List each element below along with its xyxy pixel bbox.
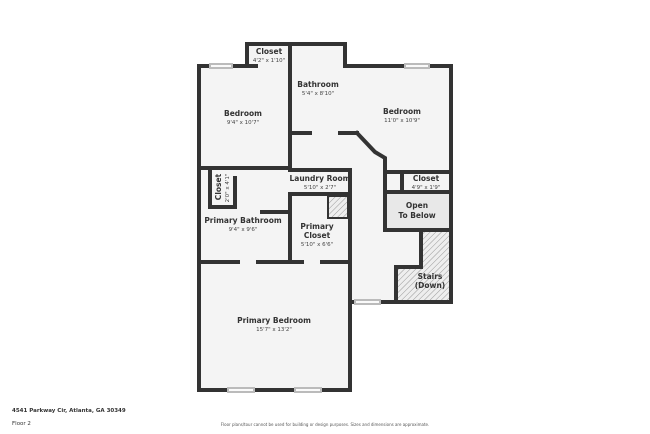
stairs-line2: (Down) [415,281,446,290]
windows [209,63,430,393]
laundry-dims: 5'10" x 2'7" [304,185,336,191]
stairs-hatch [421,230,451,302]
primary-bedroom-name: Primary Bedroom [237,316,311,325]
closet-left-name: Closet [214,173,223,200]
closet-top-name: Closet [256,47,283,56]
closet-right-name: Closet [413,174,440,183]
primary-closet-line2: Closet [304,231,331,240]
disclaimer: Floor plans/tour cannot be used for buil… [220,422,430,427]
shaft-hatch [327,195,349,219]
bathroom-dims: 5'4" x 8'10" [302,91,334,97]
bedroom-right-name: Bedroom [383,107,421,116]
address: 4541 Parkway Cir, Atlanta, GA 30349 [12,408,126,414]
stairs-line1: Stairs [418,272,443,281]
stairs-hatch-lower [396,267,421,302]
bathroom-name: Bathroom [297,80,339,89]
laundry-name: Laundry Room [290,174,351,183]
primary-bathroom-name: Primary Bathroom [204,216,282,225]
bedroom-left-dims: 9'4" x 10'7" [227,120,259,126]
closet-left-dims: 2'0" x 4'1" [225,174,231,203]
closet-right-dims: 4'9" x 1'9" [412,185,441,191]
floor-label: Floor 2 [12,421,31,427]
walls [197,42,453,392]
open-below-line2: To Below [398,211,435,220]
primary-bedroom-dims: 15'7" x 13'2" [256,327,292,333]
open-below-line1: Open [406,201,428,210]
bedroom-right-dims: 11'0" x 10'9" [384,118,420,124]
bedroom-left-name: Bedroom [224,109,262,118]
primary-bathroom-dims: 9'4" x 9'6" [229,227,258,233]
closet-top-dims: 4'2" x 1'10" [253,58,285,64]
primary-closet-line1: Primary [300,222,333,231]
primary-closet-dims: 5'10" x 6'6" [301,242,333,248]
